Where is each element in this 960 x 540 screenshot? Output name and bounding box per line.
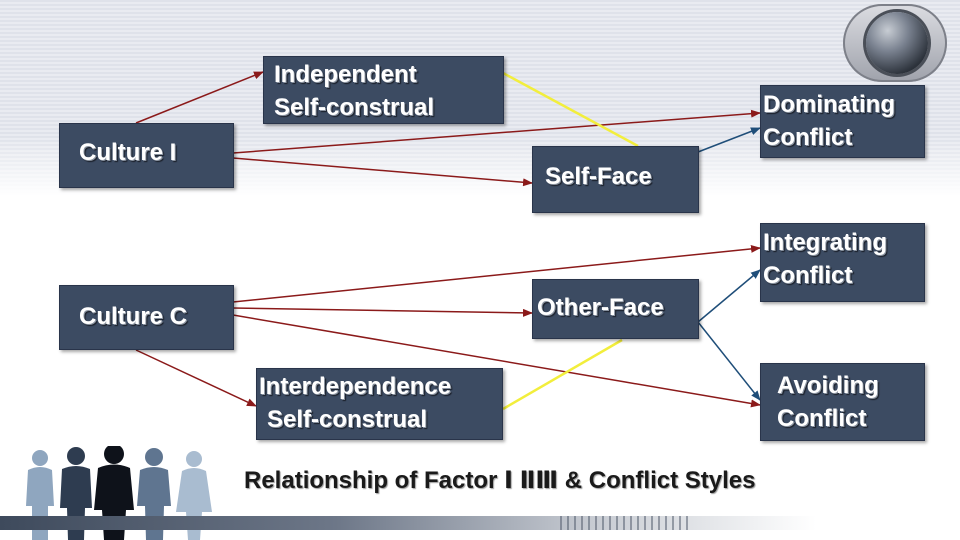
arrow-other-face-to-integrating (697, 269, 761, 323)
arrow-other-face-to-avoiding (697, 321, 761, 401)
integrating-conflict-box: Integrating Conflict (760, 223, 925, 302)
interdependence-label-line1: Interdependence (259, 373, 452, 400)
culture-i-label: Culture I (79, 139, 177, 166)
interdependence-self-construal-box: Interdependence Self-construal (256, 368, 503, 440)
avoiding-label-line1: Avoiding (777, 372, 879, 399)
culture-c-box: Culture C (59, 285, 234, 350)
footer-tick-pattern (560, 516, 690, 530)
arrow-culture-c-to-interdependence (135, 349, 257, 407)
integrating-label-line1: Integrating (763, 229, 887, 256)
link-interdependence-to-other-face (502, 338, 623, 411)
culture-i-box: Culture I (59, 123, 234, 188)
person-silhouette (176, 451, 212, 540)
dominating-label-line1: Dominating (763, 91, 895, 118)
footer-gradient-bar (0, 516, 960, 530)
avoiding-conflict-box: Avoiding Conflict (760, 363, 925, 441)
interdependence-label-line2: Self-construal (267, 406, 428, 433)
dominating-conflict-box: Dominating Conflict (760, 85, 925, 158)
arrow-culture-c-to-other-face (232, 307, 533, 317)
integrating-label-line2: Conflict (763, 262, 853, 289)
independent-label-line1: Independent (274, 61, 417, 88)
avoiding-label-line2: Conflict (777, 405, 867, 432)
dominating-label-line2: Conflict (763, 124, 853, 151)
other-face-box: Other-Face (532, 279, 699, 339)
globe-icon (866, 12, 928, 74)
culture-c-label: Culture C (79, 303, 187, 330)
self-face-box: Self-Face (532, 146, 699, 213)
independent-self-construal-box: Independent Self-construal (263, 56, 504, 124)
globe-logo (843, 4, 947, 82)
other-face-label: Other-Face (537, 294, 664, 321)
slide-footer-title: Relationship of Factor Ⅰ ⅡⅢ & Conflict S… (244, 467, 756, 494)
self-face-label: Self-Face (545, 163, 652, 190)
independent-label-line2: Self-construal (274, 94, 435, 121)
